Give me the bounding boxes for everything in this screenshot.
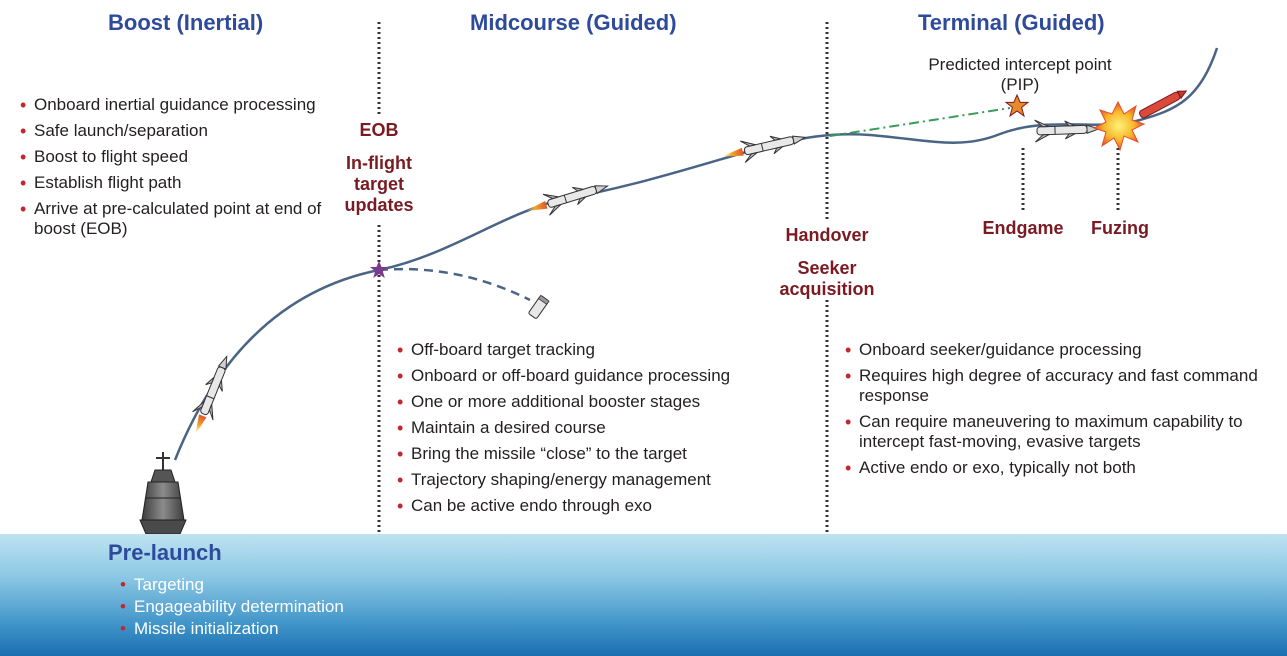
booster-drop-path (378, 267, 531, 302)
list-item: Maintain a desired course (397, 418, 822, 438)
pip-star (1004, 93, 1030, 118)
list-item: Trajectory shaping/energy management (397, 470, 822, 490)
terminal-bullet-list: Onboard seeker/guidance processing Requi… (845, 340, 1275, 484)
endgame-label: Endgame (982, 218, 1064, 238)
midcourse-bullet-list: Off-board target tracking Onboard or off… (397, 340, 822, 522)
target-missile (1139, 90, 1188, 119)
list-item: Arrive at pre-calculated point at end of… (20, 199, 334, 239)
intercept-explosion (1092, 100, 1146, 152)
missile-boost (192, 351, 238, 435)
fuzing-label: Fuzing (1091, 218, 1149, 238)
list-item: Onboard inertial guidance processing (20, 95, 340, 115)
pip-prediction-line (829, 107, 1011, 137)
list-item: Boost to flight speed (20, 147, 340, 167)
list-item: Can require maneuvering to maximum capab… (845, 412, 1249, 452)
missile-midcourse-1 (525, 175, 612, 216)
prelaunch-title: Pre-launch (108, 540, 222, 565)
list-item: Targeting (120, 574, 344, 596)
list-item: Missile initialization (120, 618, 344, 640)
list-item: Engageability determination (120, 596, 344, 618)
inflight-updates-label: In-flight target updates (344, 153, 414, 215)
list-item: Can be active endo through exo (397, 496, 822, 516)
list-item: One or more additional booster stages (397, 392, 822, 412)
list-item: Onboard or off-board guidance processing (397, 366, 822, 386)
prelaunch-bullet-list: Targeting Engageability determination Mi… (120, 574, 344, 640)
midcourse-phase-title: Midcourse (Guided) (470, 10, 677, 35)
list-item: Bring the missile “close” to the target (397, 444, 822, 464)
handover-label: Handover (785, 225, 869, 245)
list-item: Onboard seeker/guidance processing (845, 340, 1275, 360)
eob-label: EOB (359, 120, 399, 140)
seeker-acquisition-label: Seeker acquisition (779, 258, 875, 299)
list-item: Requires high degree of accuracy and fas… (845, 366, 1279, 406)
prelaunch-band: Pre-launch Targeting Engageability deter… (0, 534, 1287, 656)
terminal-phase-title: Terminal (Guided) (918, 10, 1105, 35)
list-item: Active endo or exo, typically not both (845, 458, 1275, 478)
list-item: Safe launch/separation (20, 121, 340, 141)
launch-ship (139, 452, 187, 535)
list-item: Establish flight path (20, 173, 340, 193)
boost-phase-title: Boost (Inertial) (108, 10, 264, 35)
missile-terminal (1034, 117, 1100, 143)
boost-bullet-list: Onboard inertial guidance processing Saf… (20, 95, 340, 245)
eob-star (370, 261, 388, 278)
missile-midcourse-2 (721, 126, 809, 163)
spent-booster (528, 294, 550, 319)
pip-label: Predicted intercept point (PIP) (928, 55, 1112, 94)
list-item: Off-board target tracking (397, 340, 822, 360)
